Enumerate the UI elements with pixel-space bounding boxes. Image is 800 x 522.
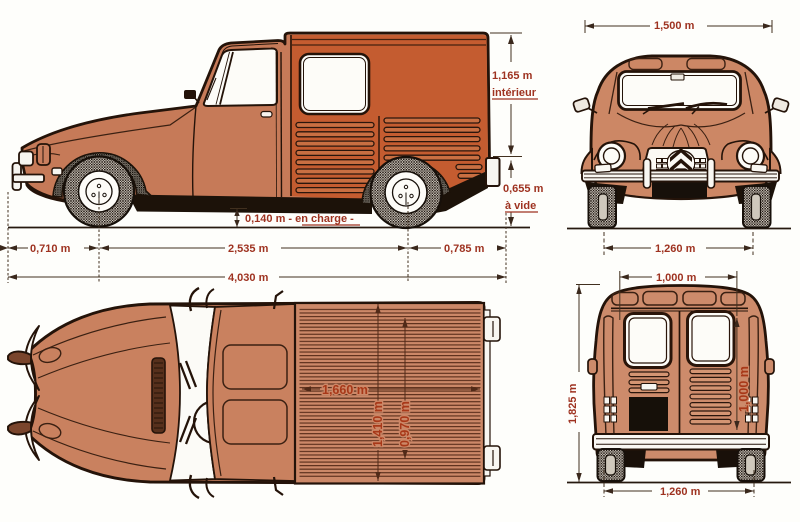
svg-text:0,785 m: 0,785 m (444, 243, 485, 255)
svg-text:1,260 m: 1,260 m (660, 486, 701, 498)
svg-text:1,825 m: 1,825 m (567, 383, 579, 424)
svg-text:1,660 m: 1,660 m (322, 383, 368, 397)
svg-text:0,970 m: 0,970 m (398, 401, 412, 447)
svg-text:1,500 m: 1,500 m (654, 20, 695, 32)
svg-text:0,655 m: 0,655 m (503, 183, 544, 195)
svg-text:1,165 m: 1,165 m (492, 70, 533, 82)
svg-text:4,030 m: 4,030 m (228, 272, 269, 284)
svg-text:1,260 m: 1,260 m (655, 243, 696, 255)
svg-text:2,535 m: 2,535 m (228, 243, 269, 255)
svg-text:0,140 m - en charge -: 0,140 m - en charge - (245, 213, 354, 225)
svg-text:1,000 m: 1,000 m (737, 366, 751, 412)
svg-text:1,410 m: 1,410 m (371, 401, 385, 447)
svg-text:intérieur: intérieur (492, 87, 537, 99)
svg-text:0,710 m: 0,710 m (30, 243, 71, 255)
svg-text:à vide: à vide (505, 200, 536, 212)
svg-text:1,000 m: 1,000 m (656, 272, 697, 284)
